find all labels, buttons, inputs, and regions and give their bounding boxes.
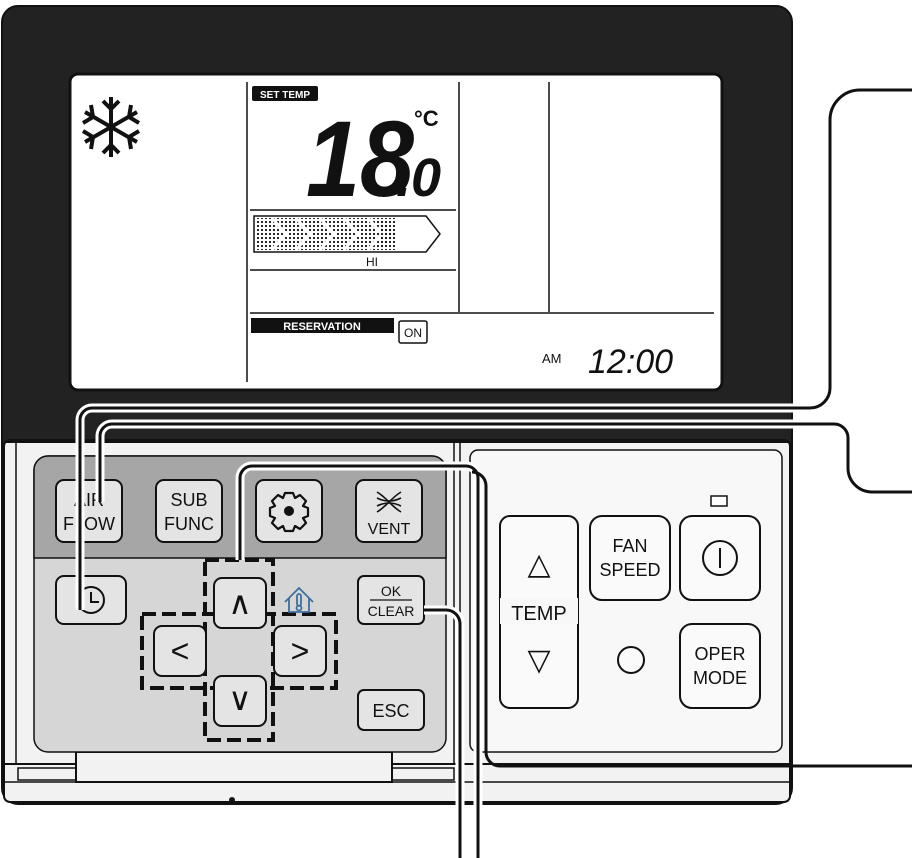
esc-label: ESC — [372, 701, 409, 721]
temperature-unit: °C — [414, 106, 439, 131]
gear-icon — [268, 491, 310, 533]
up-arrow-label: ∧ — [228, 585, 251, 621]
left-arrow-label: < — [171, 633, 190, 669]
left-arrow-button[interactable] — [153, 625, 207, 677]
reservation-label: RESERVATION — [283, 321, 361, 333]
set-temp-badge — [252, 86, 318, 101]
indicator-lamp — [617, 646, 645, 674]
sub-func-label-line2: FUNC — [164, 514, 214, 534]
temp-down-button[interactable]: ▽ — [527, 644, 550, 677]
clock-display: 12:00 — [588, 343, 673, 381]
fan-speed-label-line2: SPEED — [599, 560, 660, 580]
fan-speed-label: HI — [366, 255, 378, 269]
power-icon — [702, 540, 738, 576]
temp-up-button[interactable]: △ — [527, 548, 550, 581]
clear-label: CLEAR — [368, 603, 415, 619]
house-thermometer-icon — [284, 586, 314, 613]
reservation-status: ON — [404, 326, 422, 340]
power-led — [710, 495, 728, 507]
sub-func-button[interactable] — [155, 479, 223, 543]
temperature-decimal: .0 — [396, 148, 441, 208]
esc-button[interactable] — [357, 689, 425, 731]
down-arrow-button[interactable] — [213, 675, 267, 727]
vent-icon — [376, 491, 402, 513]
oper-mode-label-line1: OPER — [694, 644, 745, 664]
callout-lines — [75, 85, 912, 858]
oper-mode-button[interactable] — [679, 623, 761, 709]
air-flow-button[interactable] — [55, 479, 123, 543]
sub-func-label-line1: SUB — [170, 490, 207, 510]
reservation-status-box — [398, 320, 428, 344]
fan-speed-label-line1: FAN — [612, 536, 647, 556]
clock-ampm: AM — [542, 351, 562, 366]
temp-label: TEMP — [511, 603, 567, 625]
right-arrow-label: > — [291, 633, 310, 669]
fan-speed-button[interactable] — [589, 515, 671, 601]
air-flow-label-line2: FLOW — [63, 514, 115, 534]
fan-speed-indicator — [253, 215, 441, 253]
vent-label: VENT — [368, 521, 411, 538]
right-arrow-button[interactable] — [273, 625, 327, 677]
temperature-value: 18 — [306, 98, 414, 219]
vent-button[interactable] — [355, 479, 423, 543]
down-arrow-label: ∨ — [228, 681, 251, 717]
cooling-snowflake-icon — [81, 97, 141, 157]
ok-label: OK — [381, 583, 402, 599]
up-arrow-button[interactable] — [213, 577, 267, 629]
set-temp-label: SET TEMP — [260, 90, 310, 101]
reservation-badge — [251, 318, 394, 333]
oper-mode-label-line2: MODE — [693, 668, 747, 688]
